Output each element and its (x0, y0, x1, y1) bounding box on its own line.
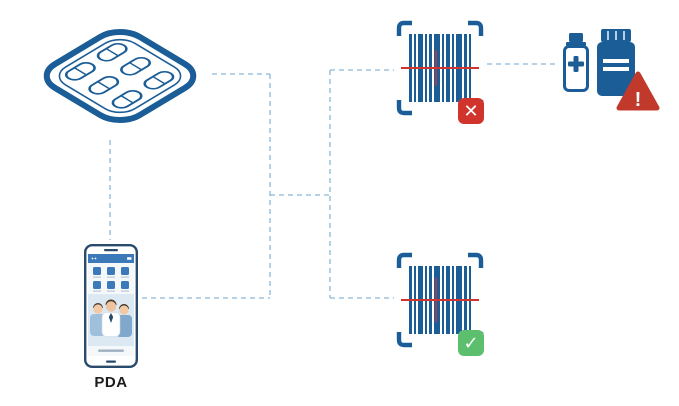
error-badge: ✕ (458, 98, 484, 124)
pill-tray-icon (25, 10, 215, 142)
barcode-scan-error-icon: ✕ (396, 20, 484, 124)
pda-label: PDA (94, 374, 128, 391)
small-medicine-bottle (563, 33, 589, 92)
success-badge: ✓ (458, 330, 484, 356)
barcode-scan-success-icon: ✓ (396, 252, 484, 356)
medicine-bottles-warning-icon: ! (560, 26, 660, 118)
pda-device-icon (84, 244, 138, 368)
large-medicine-bottle (597, 29, 635, 96)
warning-triangle-icon: ! (616, 71, 660, 111)
medical-team-photo (88, 294, 134, 346)
warning-exclamation: ! (635, 89, 642, 111)
